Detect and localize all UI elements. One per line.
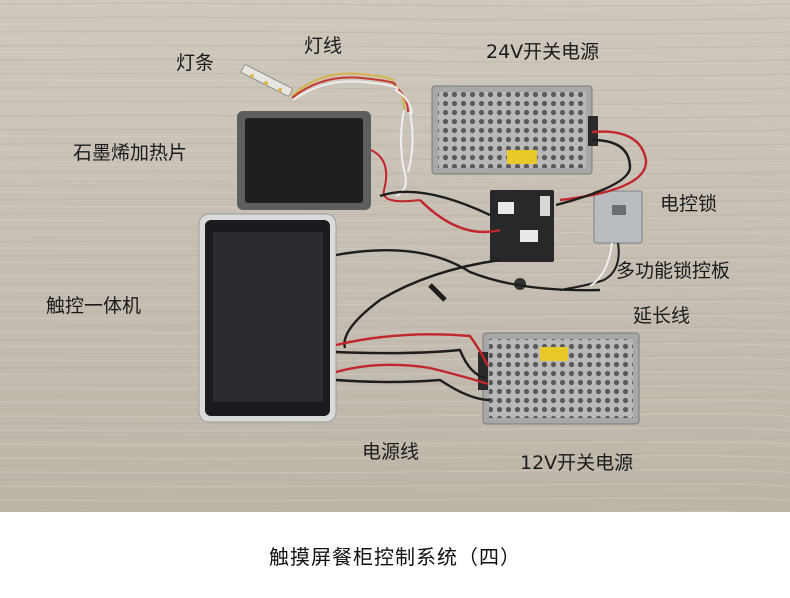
cables: [335, 130, 648, 402]
multi-lock-board: [490, 190, 554, 290]
label-light-wire: 灯线: [304, 35, 343, 57]
psu-12v: [478, 332, 640, 425]
electric-lock: [559, 190, 643, 291]
label-electric-lock: 电控锁: [660, 193, 718, 215]
light-strip: [240, 64, 293, 97]
psu-24v: [431, 85, 598, 175]
wood-grain: [0, 0, 790, 512]
label-psu-12v: 12V开关电源: [520, 452, 634, 474]
label-graphene-heater: 石墨烯加热片: [73, 142, 188, 164]
label-power-cable: 电源线: [362, 441, 420, 463]
photo-illustration: [0, 0, 790, 512]
caption-bar: 触摸屏餐柜控制系统（四）: [0, 512, 790, 598]
graphene-heater: [237, 111, 421, 210]
label-extension-wire: 延长线: [633, 305, 691, 327]
touch-all-in-one: [198, 213, 337, 423]
label-light-strip: 灯条: [176, 52, 215, 74]
product-photo: 灯条 灯线 24V开关电源 石墨烯加热片 电控锁 多功能锁控板 触控一体机 延长…: [0, 0, 790, 512]
label-touch-aio: 触控一体机: [46, 295, 142, 317]
caption-text: 触摸屏餐柜控制系统（四）: [269, 544, 521, 569]
label-multi-lock-board: 多功能锁控板: [616, 260, 731, 282]
label-psu-24v: 24V开关电源: [486, 41, 600, 63]
